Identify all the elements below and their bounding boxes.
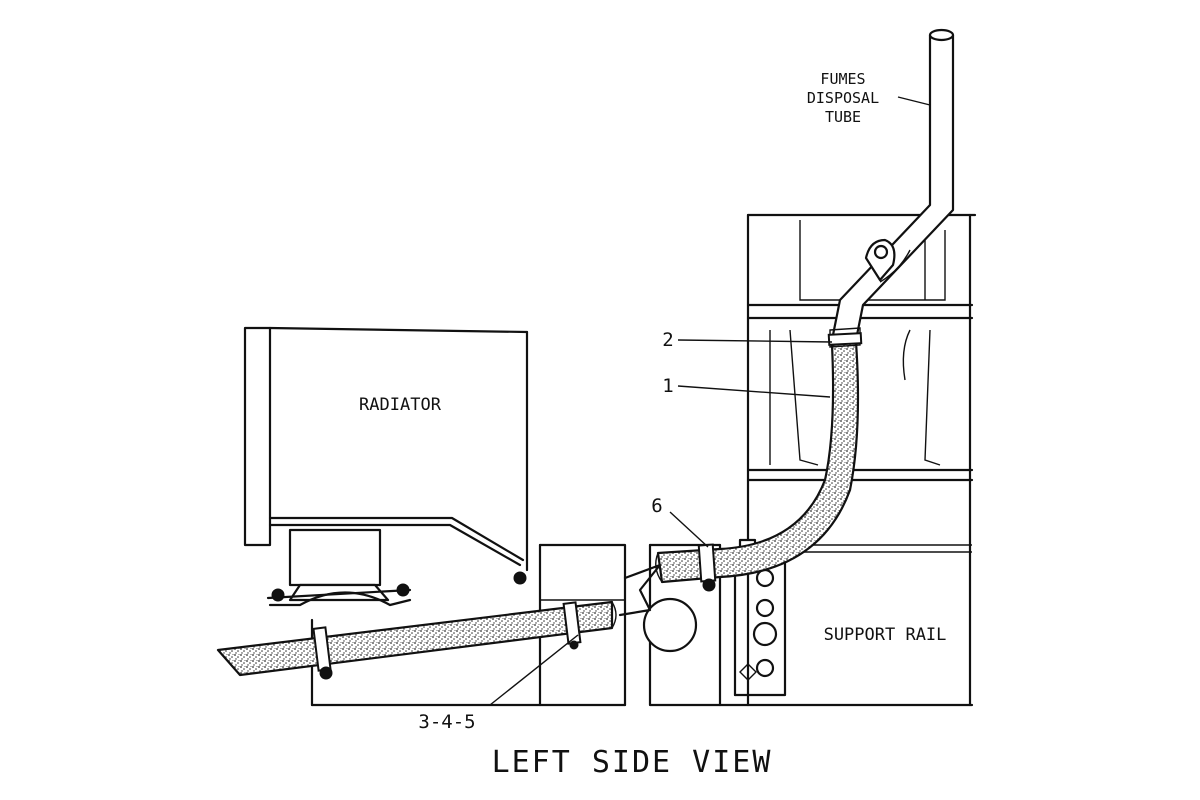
callout-6: 6 [651, 495, 662, 517]
label-fumes-line3: TUBE [825, 108, 861, 126]
tube-clamp [827, 332, 863, 346]
leader-lines [489, 96, 931, 706]
curved-hose [655, 340, 860, 592]
support-rail [642, 538, 974, 707]
label-fumes-line2: DISPOSAL [807, 89, 879, 107]
callout-3-4-5: 3-4-5 [418, 711, 475, 733]
callout-1: 1 [662, 375, 673, 397]
callout-2: 2 [662, 329, 673, 351]
mounting-eye [873, 244, 889, 260]
fumes-disposal-tube [827, 28, 955, 348]
radiator [243, 326, 529, 707]
diagram-caption: LEFT SIDE VIEW [492, 745, 773, 780]
rail-opening [642, 597, 698, 653]
label-radiator: RADIATOR [359, 395, 442, 415]
bolt-hole [752, 621, 778, 647]
labels: FUMES DISPOSAL TUBE RADIATOR SUPPORT RAI… [359, 70, 946, 780]
bolt-hole [755, 598, 775, 618]
lower-hose [216, 600, 617, 680]
bolt-hole [755, 658, 775, 678]
label-fumes-line1: FUMES [820, 70, 865, 88]
hose-clamp [697, 543, 717, 592]
hose-clamp [562, 601, 582, 650]
hose-clamp [312, 626, 333, 680]
label-support-rail: SUPPORT RAIL [824, 625, 947, 645]
